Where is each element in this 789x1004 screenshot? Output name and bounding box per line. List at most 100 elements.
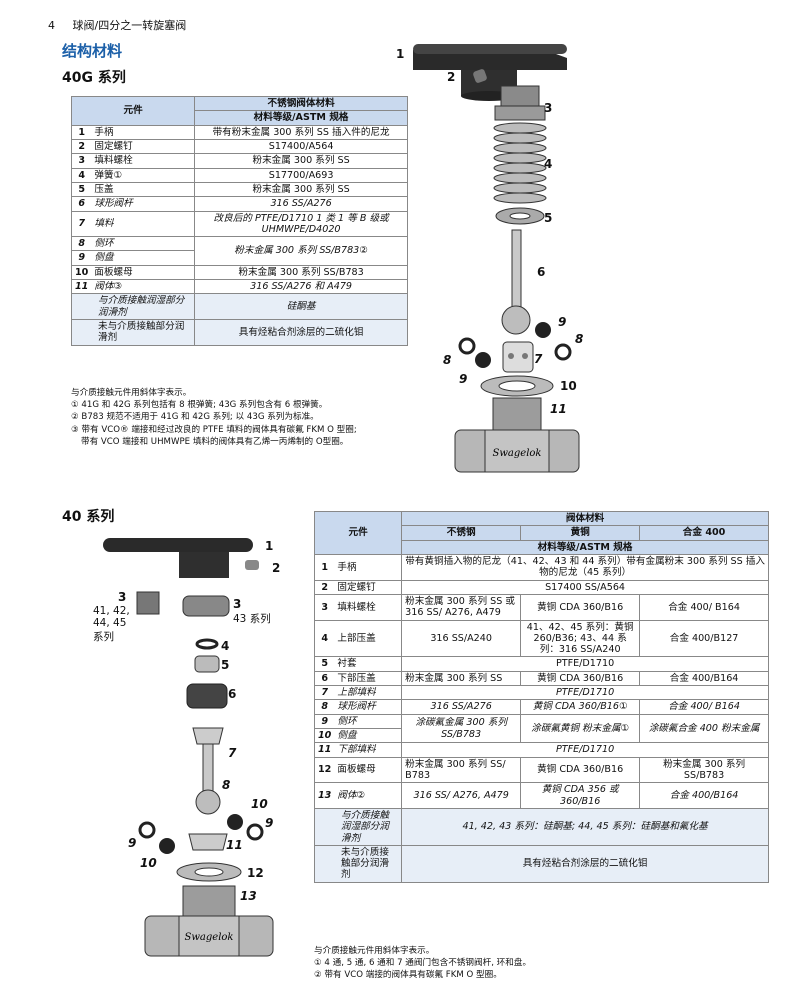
page-number: 4 bbox=[48, 19, 55, 32]
springs-part bbox=[493, 122, 547, 204]
upper-packing-part bbox=[192, 727, 224, 745]
callout-9a: 9 bbox=[265, 816, 274, 830]
ball-stem-part bbox=[501, 229, 531, 335]
side-rings-discs-part bbox=[138, 814, 264, 854]
page-header-title: 球阀/四分之一转旋塞阀 bbox=[72, 19, 187, 32]
callout-3b-series: 43 系列 bbox=[233, 613, 271, 625]
col-spec: 材料等级/ASTM 规格 bbox=[194, 110, 408, 126]
valve-body-part: Swagelok bbox=[144, 885, 274, 957]
exploded-view-40: Swagelok bbox=[103, 538, 274, 957]
callout-4: 4 bbox=[221, 639, 230, 653]
gland-part bbox=[495, 207, 545, 225]
callout-3: 3 bbox=[544, 101, 553, 115]
col-group: 不锈钢阀体材料 bbox=[194, 95, 408, 112]
callout-7: 7 bbox=[228, 746, 237, 760]
table-row: 与介质接触润湿部分润滑剂硅酮基 bbox=[70, 293, 408, 320]
table-row: 未与介质接触部分润滑剂具有烃粘合剂涂层的二硫化钼 bbox=[313, 844, 769, 883]
table-row: 未与介质接触部分润滑剂具有烃粘合剂涂层的二硫化钼 bbox=[70, 319, 408, 346]
brand-logo: Swagelok bbox=[185, 932, 234, 943]
col-group: 阀体材料 bbox=[401, 510, 769, 527]
callout-5: 5 bbox=[221, 658, 230, 672]
packing-part bbox=[502, 341, 534, 373]
bushing-part bbox=[194, 655, 220, 673]
callout-10b: 10 bbox=[140, 856, 157, 870]
callout-2: 2 bbox=[272, 561, 281, 575]
callout-3b: 3 bbox=[233, 597, 242, 611]
exploded-view-40g: Swagelok bbox=[413, 44, 580, 473]
callout-3a: 3 bbox=[118, 590, 127, 604]
packing-bolt-part bbox=[136, 591, 230, 617]
callout-4: 4 bbox=[544, 157, 553, 171]
col-spec: 材料等级/ASTM 规格 bbox=[401, 539, 769, 555]
set-screw-part bbox=[245, 560, 259, 570]
callout-7: 7 bbox=[534, 352, 543, 366]
lower-packing-part bbox=[188, 833, 228, 851]
callout-9b: 9 bbox=[128, 836, 137, 850]
packing-bolt-part bbox=[494, 85, 546, 121]
callout-5: 5 bbox=[544, 211, 553, 225]
col-alloy: 合金 400 bbox=[639, 525, 769, 541]
col-component: 元件 bbox=[313, 511, 403, 555]
callout-6: 6 bbox=[537, 265, 546, 279]
panel-nut-part bbox=[480, 375, 554, 397]
callout-1: 1 bbox=[396, 47, 405, 61]
lower-gland-part bbox=[186, 683, 228, 709]
callout-8: 8 bbox=[222, 778, 231, 792]
handle-part bbox=[103, 538, 253, 578]
section-title: 结构材料 bbox=[62, 42, 123, 60]
callout-8b: 8 bbox=[443, 353, 452, 367]
callout-2: 2 bbox=[447, 70, 456, 84]
notes-40g: 与介质接触元件用斜体字表示。 ① 41G 和 42G 系列包括有 8 根弹簧; … bbox=[71, 388, 357, 447]
col-ss: 不锈钢 bbox=[401, 525, 522, 541]
callout-9a: 9 bbox=[558, 315, 567, 329]
ball-stem-part bbox=[195, 743, 221, 815]
handle-part bbox=[413, 44, 567, 101]
col-component: 元件 bbox=[70, 96, 196, 126]
panel-nut-part bbox=[176, 862, 242, 882]
upper-gland-part bbox=[195, 638, 219, 650]
page-header: 4 球阀/四分之一转旋塞阀 bbox=[48, 17, 186, 33]
series-40g-title: 40G 系列 bbox=[62, 70, 126, 86]
series-40-title: 40 系列 bbox=[62, 509, 115, 525]
col-brass: 黄铜 bbox=[520, 525, 641, 541]
callout-8a: 8 bbox=[575, 332, 584, 346]
callout-6: 6 bbox=[228, 687, 237, 701]
side-rings-discs-part bbox=[458, 322, 572, 368]
callout-12: 12 bbox=[247, 866, 264, 880]
callout-3a-series: 41, 42, 44, 45 系列 bbox=[93, 605, 130, 643]
callout-13: 13 bbox=[240, 889, 257, 903]
callout-10a: 10 bbox=[251, 797, 268, 811]
valve-body-part: Swagelok bbox=[454, 397, 580, 473]
callout-1: 1 bbox=[265, 539, 274, 553]
callout-11: 11 bbox=[550, 402, 567, 416]
callout-10: 10 bbox=[560, 379, 577, 393]
brand-logo: Swagelok bbox=[493, 448, 542, 459]
callout-11: 11 bbox=[226, 838, 243, 852]
